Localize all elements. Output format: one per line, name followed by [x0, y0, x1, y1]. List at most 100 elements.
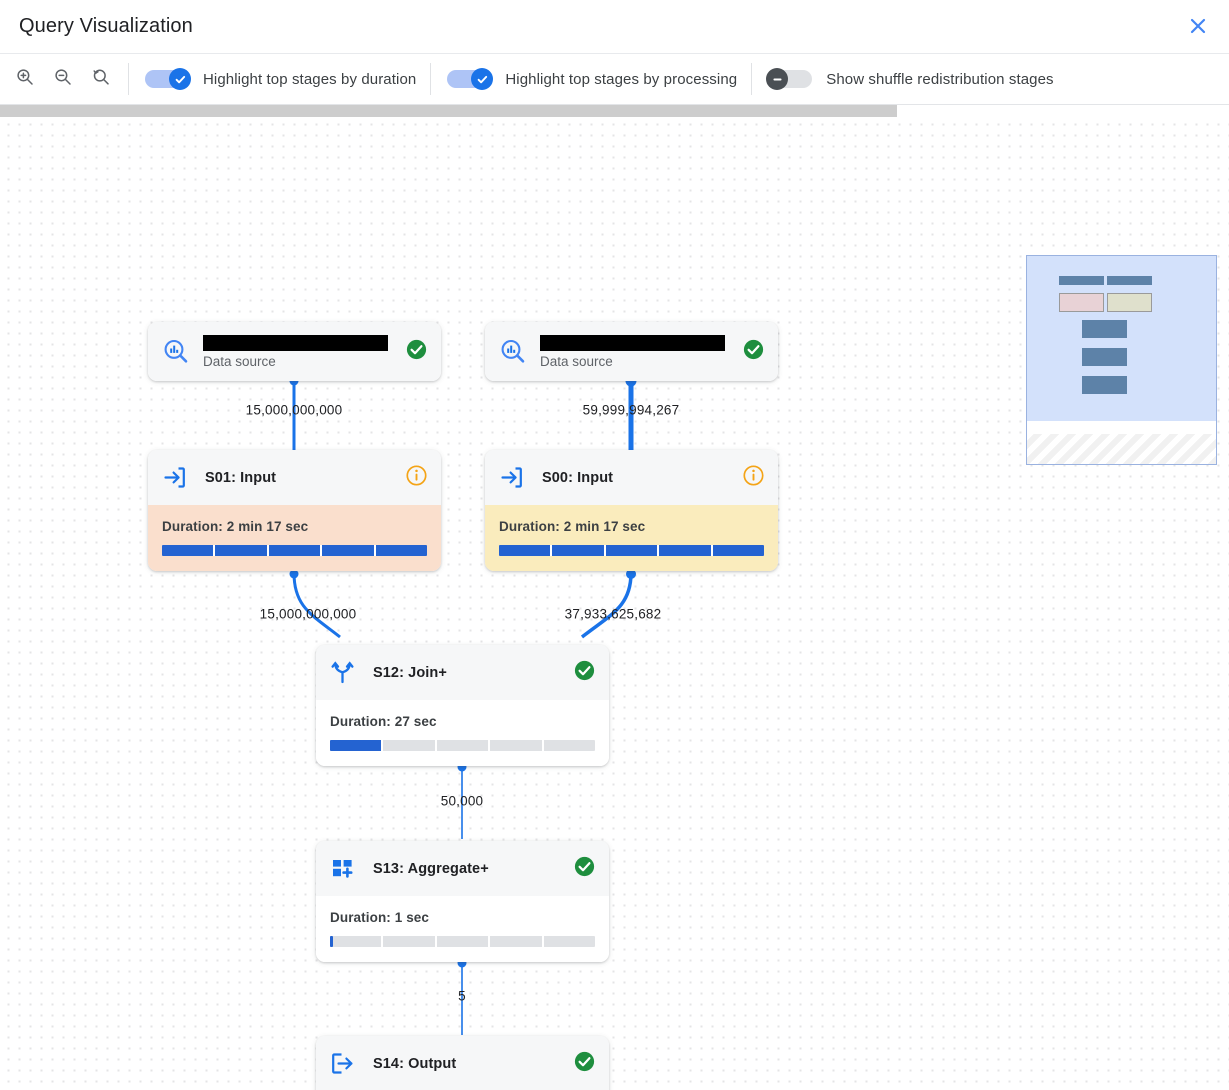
- minimap-node: [1107, 293, 1152, 312]
- page-title: Query Visualization: [19, 15, 193, 37]
- horizontal-scrollbar[interactable]: [0, 105, 1229, 117]
- node-title: S00: Input: [542, 469, 614, 486]
- progress-bar-fill: [162, 545, 427, 556]
- join-icon: [329, 659, 359, 686]
- node-title: S12: Join+: [373, 664, 447, 681]
- zoom-out-icon: [53, 67, 73, 92]
- progress-bar: [499, 545, 764, 556]
- toggle-highlight-processing[interactable]: Highlight top stages by processing: [445, 68, 737, 90]
- edge-label: 5: [458, 988, 466, 1004]
- graph-minimap[interactable]: [1026, 255, 1217, 465]
- data-source-texts: Data source: [203, 334, 388, 369]
- toggle-shuffle-stages-switch[interactable]: [766, 68, 814, 90]
- output-arrow-icon: [329, 1050, 359, 1077]
- data-source-search-icon: [498, 337, 528, 366]
- node-header: S01: Input: [148, 450, 441, 505]
- node-header: Data source: [485, 322, 778, 381]
- minimap-node: [1059, 276, 1104, 285]
- minimap-node: [1107, 276, 1152, 285]
- data-source-name-redacted: [203, 334, 388, 351]
- progress-bar-ticks: [330, 936, 595, 947]
- toggle-highlight-processing-switch[interactable]: [445, 68, 494, 90]
- status-info-icon[interactable]: [406, 464, 427, 491]
- data-source-search-icon: [161, 337, 191, 366]
- status-info-icon[interactable]: [743, 464, 764, 491]
- progress-bar: [162, 545, 427, 556]
- input-arrow-icon: [161, 464, 191, 491]
- status-success-icon: [406, 339, 427, 365]
- zoom-in-button[interactable]: [12, 66, 38, 92]
- node-duration-label: Duration: 27 sec: [330, 714, 437, 729]
- minimap-offscreen-area: [1027, 434, 1216, 464]
- input-arrow-icon: [498, 464, 528, 491]
- minimap-node: [1082, 376, 1127, 394]
- minimap-node: [1082, 320, 1127, 338]
- progress-bar-ticks: [499, 545, 764, 556]
- progress-bar-track: [330, 936, 595, 947]
- status-success-icon: [743, 339, 764, 365]
- edge-label: 50,000: [440, 793, 484, 809]
- data-source-name-redacted: [540, 334, 725, 351]
- switch-knob: [471, 68, 494, 90]
- edge-label: 59,999,994,267: [582, 402, 680, 418]
- node-stage-s14-output[interactable]: S14: Output Duration: 0.46 sec: [316, 1036, 609, 1090]
- node-header: Data source: [148, 322, 441, 381]
- zoom-reset-icon: [91, 67, 111, 92]
- node-header: S14: Output: [316, 1036, 609, 1090]
- horizontal-scrollbar-thumb[interactable]: [0, 105, 897, 117]
- node-title: S14: Output: [373, 1055, 457, 1072]
- data-source-subtitle: Data source: [203, 353, 276, 369]
- node-stage-s13-aggregate[interactable]: S13: Aggregate+ Duration: 1 sec: [316, 841, 609, 962]
- toggle-highlight-duration[interactable]: Highlight top stages by duration: [143, 68, 416, 90]
- progress-bar-ticks: [162, 545, 427, 556]
- zoom-in-icon: [15, 67, 35, 92]
- progress-bar-fill: [330, 740, 383, 751]
- switch-knob: [169, 68, 191, 90]
- zoom-reset-button[interactable]: [88, 66, 114, 92]
- node-stage-s12-join[interactable]: S12: Join+ Duration: 27 sec: [316, 645, 609, 766]
- edge-label: 37,933,625,682: [564, 606, 662, 622]
- node-stage-s00-input[interactable]: S00: Input Duration: 2 min 17 sec: [485, 450, 778, 571]
- progress-bar-fill: [330, 936, 333, 947]
- data-source-texts: Data source: [540, 334, 725, 369]
- progress-bar: [330, 936, 595, 947]
- toggle-highlight-duration-switch[interactable]: [143, 68, 191, 90]
- switch-knob: [766, 68, 789, 90]
- close-button[interactable]: [1181, 9, 1215, 43]
- node-title: S13: Aggregate+: [373, 860, 489, 877]
- aggregate-icon: [329, 855, 359, 882]
- toolbar-divider-1: [128, 63, 129, 95]
- edge-label: 15,000,000,000: [259, 606, 357, 622]
- status-success-icon: [574, 1051, 595, 1077]
- dialog-titlebar: Query Visualization: [0, 0, 1229, 53]
- node-title: S01: Input: [205, 469, 277, 486]
- minimap-node: [1059, 293, 1104, 312]
- toolbar-divider-2: [430, 63, 432, 95]
- node-stage-s01-input[interactable]: S01: Input Duration: 2 min 17 sec: [148, 450, 441, 571]
- graph-canvas[interactable]: 15,000,000,000 59,999,994,267 15,000,000…: [0, 117, 1229, 1090]
- minimap-node: [1082, 348, 1127, 366]
- toolbar-divider-3: [751, 63, 753, 95]
- node-header: S13: Aggregate+: [316, 841, 609, 896]
- node-body: Duration: 27 sec: [316, 700, 609, 766]
- node-data-source-right[interactable]: Data source: [485, 322, 778, 381]
- zoom-out-button[interactable]: [50, 66, 76, 92]
- node-body: Duration: 1 sec: [316, 896, 609, 962]
- progress-bar-ticks: [330, 740, 595, 751]
- status-success-icon: [574, 856, 595, 882]
- toggle-shuffle-stages-label: Show shuffle redistribution stages: [826, 70, 1054, 88]
- toggle-shuffle-stages[interactable]: Show shuffle redistribution stages: [766, 68, 1054, 90]
- node-duration-label: Duration: 2 min 17 sec: [162, 519, 309, 534]
- progress-bar-track: [330, 740, 595, 751]
- visualization-toolbar: Highlight top stages by duration Highlig…: [0, 53, 1229, 105]
- edge-label: 15,000,000,000: [245, 402, 343, 418]
- data-source-subtitle: Data source: [540, 353, 613, 369]
- node-header: S00: Input: [485, 450, 778, 505]
- node-data-source-left[interactable]: Data source: [148, 322, 441, 381]
- node-body: Duration: 2 min 17 sec: [148, 505, 441, 571]
- close-icon: [1188, 16, 1208, 36]
- node-header: S12: Join+: [316, 645, 609, 700]
- node-body: Duration: 2 min 17 sec: [485, 505, 778, 571]
- zoom-controls: [0, 66, 114, 92]
- toggle-highlight-processing-label: Highlight top stages by processing: [505, 70, 738, 88]
